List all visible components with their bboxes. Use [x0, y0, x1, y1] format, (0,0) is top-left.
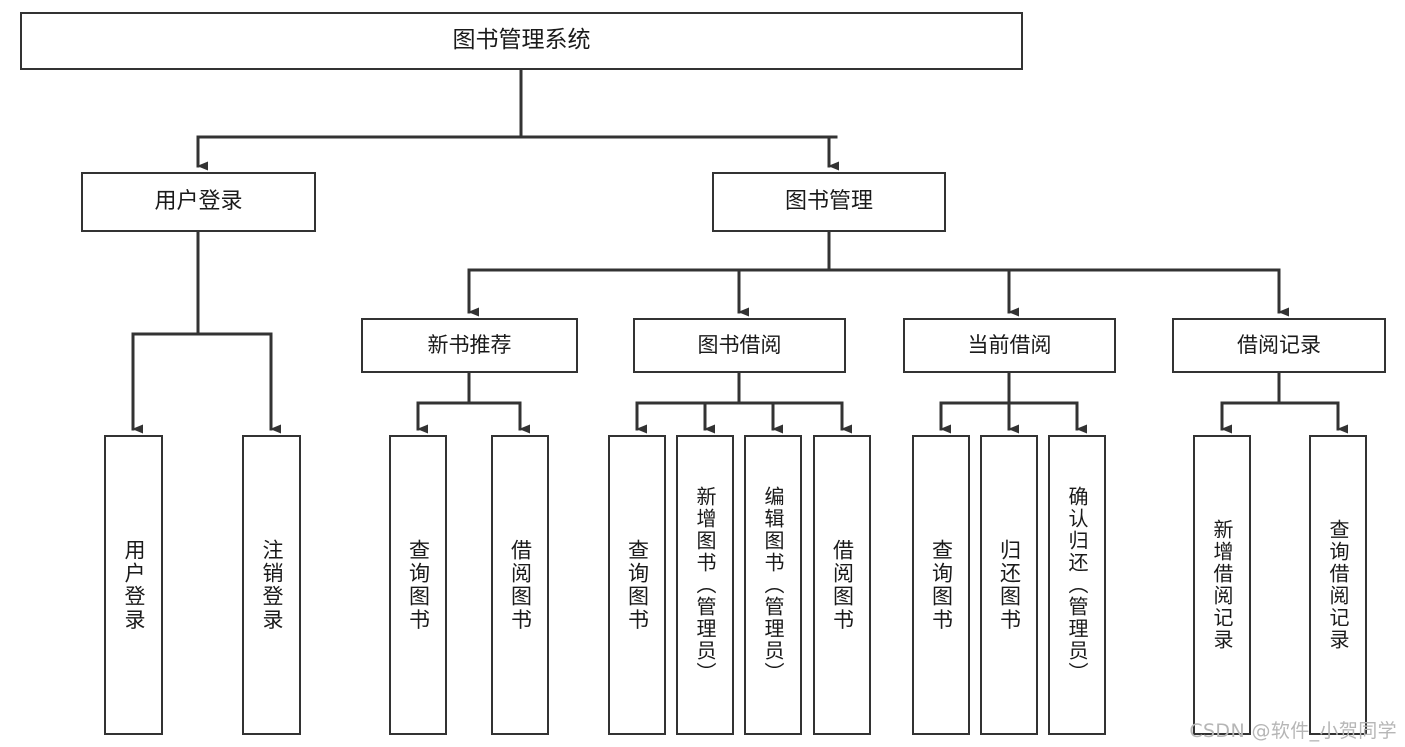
node-leaf-borrow-add-label: 新增图书（管理员） — [693, 486, 717, 684]
node-leaf-cur-return[interactable]: 归还图书 — [980, 435, 1038, 735]
node-user-login[interactable]: 用户登录 — [81, 172, 316, 232]
node-leaf-cur-confirm[interactable]: 确认归还（管理员） — [1048, 435, 1106, 735]
node-leaf-cur-query[interactable]: 查询图书 — [912, 435, 970, 735]
node-book-manage[interactable]: 图书管理 — [712, 172, 946, 232]
node-current-borrow-label: 当前借阅 — [967, 332, 1052, 357]
node-leaf-borrow-edit[interactable]: 编辑图书（管理员） — [744, 435, 802, 735]
node-leaf-user-login[interactable]: 用户登录 — [104, 435, 163, 735]
node-leaf-rec-borrow[interactable]: 借阅图书 — [491, 435, 549, 735]
node-leaf-borrow-do-label: 借阅图书 — [830, 538, 855, 632]
node-leaf-user-logout-label: 注销登录 — [260, 538, 285, 632]
node-current-borrow[interactable]: 当前借阅 — [903, 318, 1116, 373]
node-leaf-borrow-query-label: 查询图书 — [625, 538, 650, 632]
node-leaf-user-logout[interactable]: 注销登录 — [242, 435, 301, 735]
node-borrow-record-label: 借阅记录 — [1237, 332, 1321, 357]
node-book-borrow[interactable]: 图书借阅 — [633, 318, 846, 373]
node-leaf-borrow-add[interactable]: 新增图书（管理员） — [676, 435, 734, 735]
node-leaf-borrow-query[interactable]: 查询图书 — [608, 435, 666, 735]
node-leaf-rec-borrow-label: 借阅图书 — [508, 538, 533, 632]
node-leaf-borrow-edit-label: 编辑图书（管理员） — [761, 486, 785, 684]
node-book-borrow-label: 图书借阅 — [697, 332, 782, 357]
node-leaf-borrow-do[interactable]: 借阅图书 — [813, 435, 871, 735]
node-leaf-rec-query-record[interactable]: 查询借阅记录 — [1309, 435, 1367, 735]
node-root-label: 图书管理系统 — [452, 27, 591, 54]
node-leaf-rec-query[interactable]: 查询图书 — [389, 435, 447, 735]
watermark-text: CSDN @软件_小贺同学 — [1189, 720, 1397, 742]
node-new-book-rec[interactable]: 新书推荐 — [361, 318, 578, 373]
node-leaf-cur-confirm-label: 确认归还（管理员） — [1065, 486, 1089, 684]
node-leaf-rec-add[interactable]: 新增借阅记录 — [1193, 435, 1251, 735]
node-new-book-rec-label: 新书推荐 — [427, 332, 512, 357]
node-leaf-cur-return-label: 归还图书 — [997, 538, 1022, 632]
node-leaf-cur-query-label: 查询图书 — [929, 538, 954, 632]
node-book-manage-label: 图书管理 — [784, 188, 873, 214]
node-root[interactable]: 图书管理系统 — [20, 12, 1023, 70]
node-leaf-rec-query-record-label: 查询借阅记录 — [1326, 519, 1350, 651]
node-leaf-rec-query-label: 查询图书 — [406, 538, 431, 632]
node-leaf-rec-add-label: 新增借阅记录 — [1210, 519, 1234, 651]
node-leaf-user-login-label: 用户登录 — [122, 538, 147, 632]
node-user-login-label: 用户登录 — [154, 188, 243, 214]
node-borrow-record[interactable]: 借阅记录 — [1172, 318, 1386, 373]
